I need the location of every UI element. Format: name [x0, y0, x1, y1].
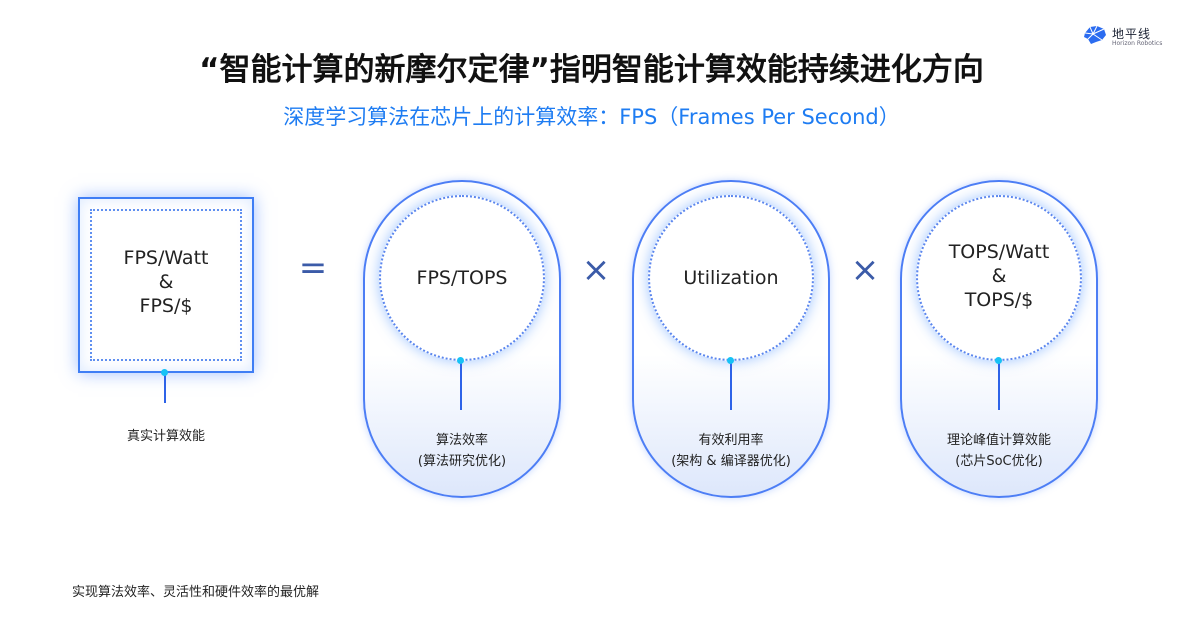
formula-line: Utilization	[683, 267, 779, 289]
label-line: 算法效率	[435, 433, 488, 448]
label-line: 理论峰值计算效能	[946, 433, 1051, 448]
formula-line: TOPS/Watt	[948, 241, 1050, 263]
real-efficiency-inner-frame	[90, 209, 242, 361]
brain-icon	[1084, 25, 1106, 44]
peak-efficiency-label: 理论峰值计算效能 (芯片SoC优化)	[900, 430, 1098, 472]
label-line: (算法研究优化)	[417, 454, 507, 469]
page-subtitle: 深度学习算法在芯片上的计算效率：FPS（Frames Per Second）	[283, 105, 900, 129]
circle-formula: TOPS/Watt & TOPS/$	[918, 240, 1080, 312]
multiply-sign: ×	[850, 250, 880, 290]
real-efficiency-formula: FPS/Watt & FPS/$	[80, 246, 252, 318]
page-title: “智能计算的新摩尔定律”指明智能计算效能持续进化方向	[199, 52, 984, 88]
equals-sign: =	[298, 248, 328, 288]
connector-dot	[161, 369, 168, 376]
circle-formula: Utilization	[650, 266, 812, 290]
utilization-label: 有效利用率 (架构 & 编译器优化)	[632, 430, 830, 472]
connector-line	[164, 373, 166, 403]
algorithm-efficiency-circle: FPS/TOPS	[379, 195, 545, 361]
connector-line	[730, 362, 732, 410]
formula-line: TOPS/$	[964, 289, 1034, 311]
formula-line: FPS/Watt	[123, 247, 209, 269]
circle-formula: FPS/TOPS	[381, 266, 543, 290]
connector-dot	[727, 357, 734, 364]
label-line: 有效利用率	[698, 433, 764, 448]
formula-line: &	[158, 271, 174, 293]
utilization-circle: Utilization	[648, 195, 814, 361]
label-line: (芯片SoC优化)	[955, 454, 1043, 469]
connector-dot	[457, 357, 464, 364]
formula-line: FPS/TOPS	[416, 267, 508, 289]
multiply-sign: ×	[581, 250, 611, 290]
logo-chinese-name: 地平线	[1112, 27, 1152, 41]
footer-note: 实现算法效率、灵活性和硬件效率的最优解	[72, 585, 320, 600]
connector-line	[460, 362, 462, 410]
formula-line: &	[991, 265, 1007, 287]
algorithm-efficiency-label: 算法效率 (算法研究优化)	[363, 430, 561, 472]
logo-english-name: Horizon Robotics	[1112, 40, 1163, 47]
connector-dot	[995, 357, 1002, 364]
real-efficiency-box: FPS/Watt & FPS/$	[78, 197, 254, 373]
connector-line	[998, 362, 1000, 410]
real-efficiency-label: 真实计算效能	[67, 426, 265, 447]
peak-efficiency-circle: TOPS/Watt & TOPS/$	[916, 195, 1082, 361]
formula-line: FPS/$	[139, 295, 193, 317]
label-line: (架构 & 编译器优化)	[671, 454, 791, 469]
horizon-logo: 地平线 Horizon Robotics	[1082, 24, 1172, 52]
label-line: 真实计算效能	[126, 429, 205, 444]
